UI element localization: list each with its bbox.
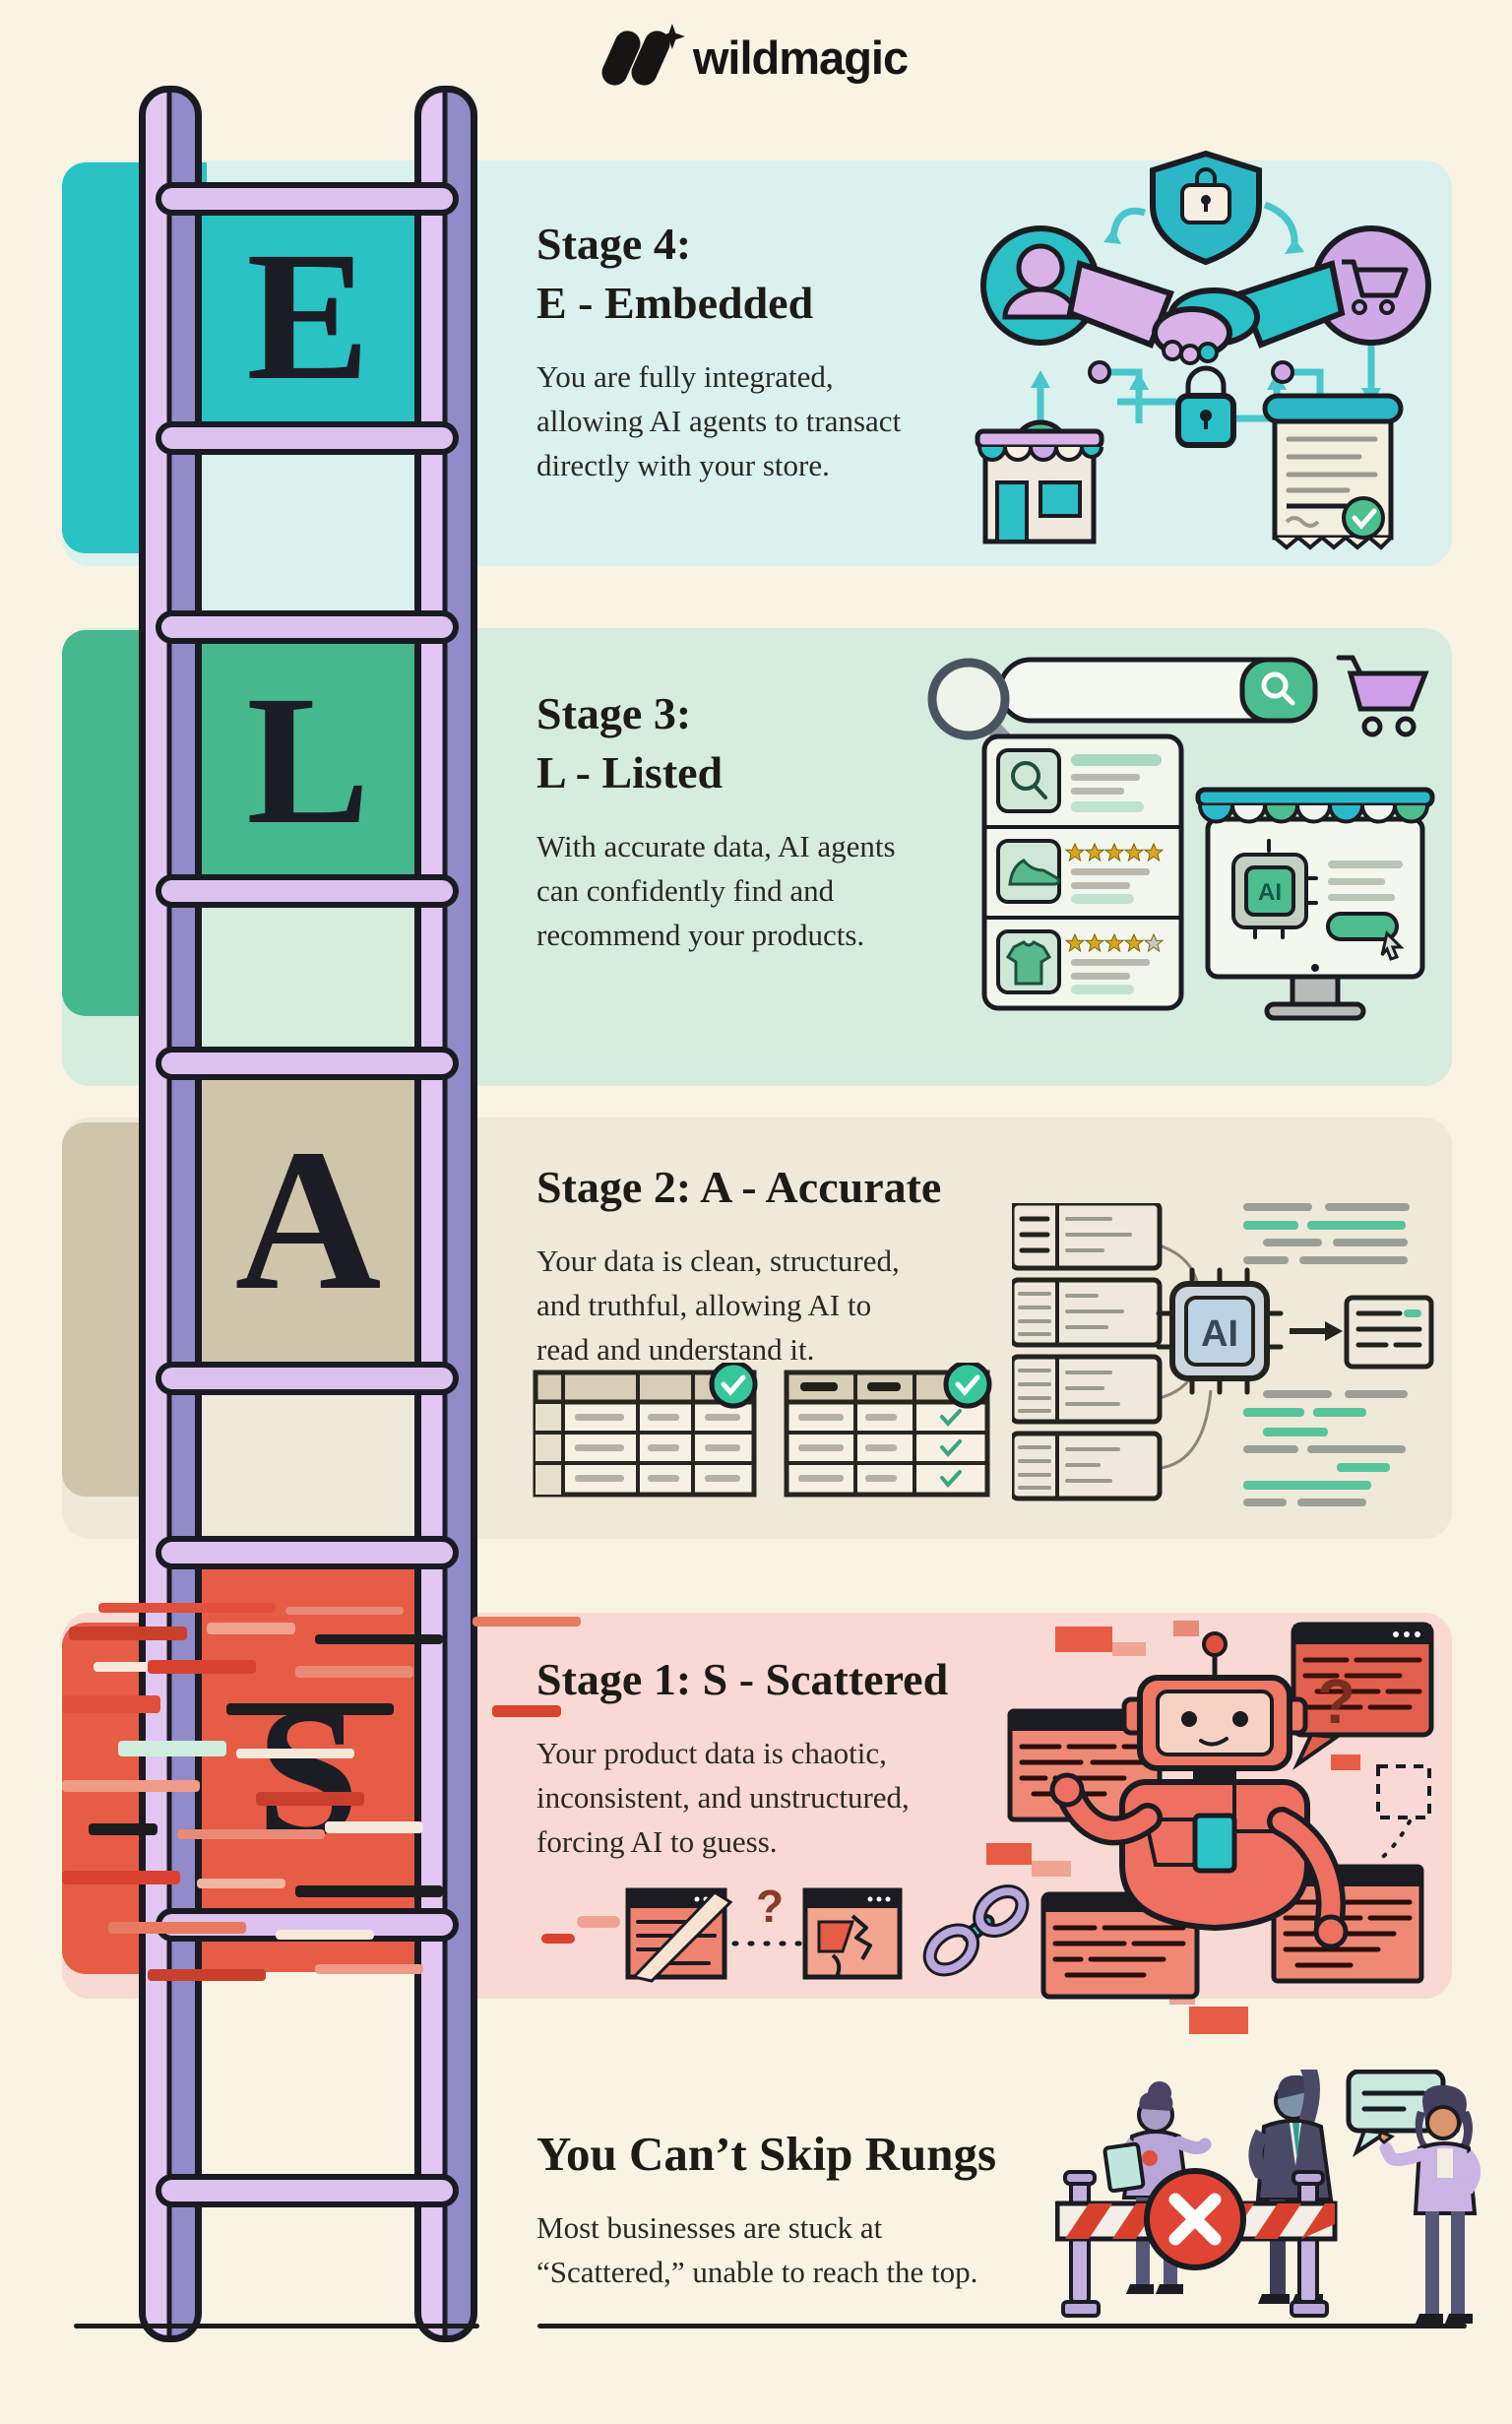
search-bar xyxy=(997,657,1318,724)
stage1-chaos-icons: ? xyxy=(541,1882,1030,1983)
node-dot xyxy=(1271,360,1294,384)
receipt-icon xyxy=(1262,393,1404,550)
stage3-description: With accurate data, AI agents can confid… xyxy=(536,829,896,952)
table-check-badge xyxy=(709,1363,758,1409)
brand-name: wildmagic xyxy=(692,31,909,84)
ladder-gap-panel xyxy=(197,906,419,1047)
letter-a: A xyxy=(234,1107,382,1332)
broken-chain-icon xyxy=(922,1884,1030,1977)
ladder-rung xyxy=(156,421,459,455)
svg-text:AI: AI xyxy=(1201,1313,1238,1355)
stage1-illustration: ? xyxy=(986,1621,1434,2034)
ladder-gap-panel xyxy=(197,428,419,610)
letter-s: S xyxy=(256,1668,360,1875)
output-arrow xyxy=(1290,1321,1343,1341)
stage2-illustration: AI xyxy=(1012,1203,1434,1506)
shield-lock-icon xyxy=(1150,150,1262,266)
ladder-letter-listed: L xyxy=(197,640,419,878)
stage3-title: Stage 3:L - Listed xyxy=(536,688,724,797)
ground-line xyxy=(74,2324,479,2328)
letter-e: E xyxy=(246,212,370,418)
broken-image-window-icon xyxy=(802,1887,903,1980)
person-pointing-up xyxy=(1248,2070,1334,2304)
product-row-shoe xyxy=(996,839,1164,904)
svg-text:AI: AI xyxy=(1258,879,1282,906)
stage2-table-plain xyxy=(533,1363,758,1498)
ladder-rung xyxy=(156,1536,459,1569)
stage2-table-checked xyxy=(784,1363,992,1498)
product-row-search xyxy=(996,748,1162,813)
missing-data-frame xyxy=(1376,1764,1431,1819)
svg-text:?: ? xyxy=(756,1882,784,1932)
footer-text: You Can’t Skip Rungs Most businesses are… xyxy=(536,2125,999,2294)
stage3-illustration: AI xyxy=(927,655,1435,1021)
ai-chip-icon: AI xyxy=(1156,1267,1284,1395)
letter-l: L xyxy=(246,656,370,862)
stage4-text: Stage 4: E - Embedded You are fully integ… xyxy=(536,215,999,487)
footer-title: You Can’t Skip Rungs xyxy=(536,2127,997,2181)
cart-icon xyxy=(1336,655,1429,737)
stage2-text: Stage 2: A - Accurate Your data is clean… xyxy=(536,1158,999,1371)
product-row-shirt xyxy=(996,929,1164,994)
person-gesturing xyxy=(1377,2084,1480,2324)
node-dot xyxy=(1088,360,1111,384)
ground-line xyxy=(537,2324,1467,2328)
brand-logo: wildmagic xyxy=(0,24,1512,90)
barrier-icon xyxy=(1055,2168,1338,2318)
stage2-description: Your data is clean, structured, and trut… xyxy=(536,1244,900,1367)
store-icon xyxy=(975,428,1104,544)
question-mark: ? xyxy=(1317,1666,1355,1737)
output-doc xyxy=(1344,1295,1434,1370)
stage3-text: Stage 3:L - Listed With accurate data, A… xyxy=(536,684,999,957)
stage4-title: Stage 4: E - Embedded xyxy=(536,215,999,333)
stage4-illustration xyxy=(975,150,1431,550)
ladder-letter-embedded: E xyxy=(197,202,419,428)
ladder-rung xyxy=(156,1362,459,1395)
monitor-stand xyxy=(1290,974,1341,1007)
buy-button xyxy=(1326,912,1405,961)
footer-illustration xyxy=(1055,2070,1480,2324)
stage1-title: Stage 1: S - Scattered xyxy=(536,1654,949,1704)
table-check-badge xyxy=(943,1363,992,1409)
ai-chip-icon: AI xyxy=(1231,839,1318,939)
code-lines xyxy=(1243,1203,1410,1506)
stage1-text: Stage 1: S - Scattered Your product data… xyxy=(536,1650,999,1864)
confused-robot-icon xyxy=(1049,1631,1349,1949)
ladder-rung xyxy=(156,874,459,908)
handshake-icon xyxy=(1066,260,1346,365)
ladder-right-rail xyxy=(414,86,477,2342)
stage2-title: Stage 2: A - Accurate xyxy=(536,1162,942,1212)
structured-doc-cards xyxy=(1012,1203,1163,1501)
ladder-rung xyxy=(156,2174,459,2207)
stage1-description: Your product data is chaotic, inconsiste… xyxy=(536,1736,910,1859)
stage4-description: You are fully integrated, allowing AI ag… xyxy=(536,359,902,482)
stage4-title-line1: Stage 4: xyxy=(536,219,692,269)
ai-storefront-monitor: AI xyxy=(1195,787,1435,1021)
glitch-speech-bubble xyxy=(1291,1622,1434,1770)
stage4-title-line2: E - Embedded xyxy=(536,278,814,328)
ladder-left-rail xyxy=(139,86,202,2342)
ladder-rung xyxy=(156,610,459,644)
ladder-gap-panel xyxy=(197,1393,419,1539)
ladder-rung xyxy=(156,1047,459,1080)
product-list-card xyxy=(981,734,1184,1011)
wildmagic-logo-icon xyxy=(598,24,685,90)
broken-doc-window-icon xyxy=(625,1887,733,1983)
ladder-letter-accurate: A xyxy=(197,1076,419,1364)
ladder-rung xyxy=(156,182,459,216)
footer-description: Most businesses are stuck at “Scattered,… xyxy=(536,2210,978,2289)
padlock-icon xyxy=(1175,365,1236,448)
